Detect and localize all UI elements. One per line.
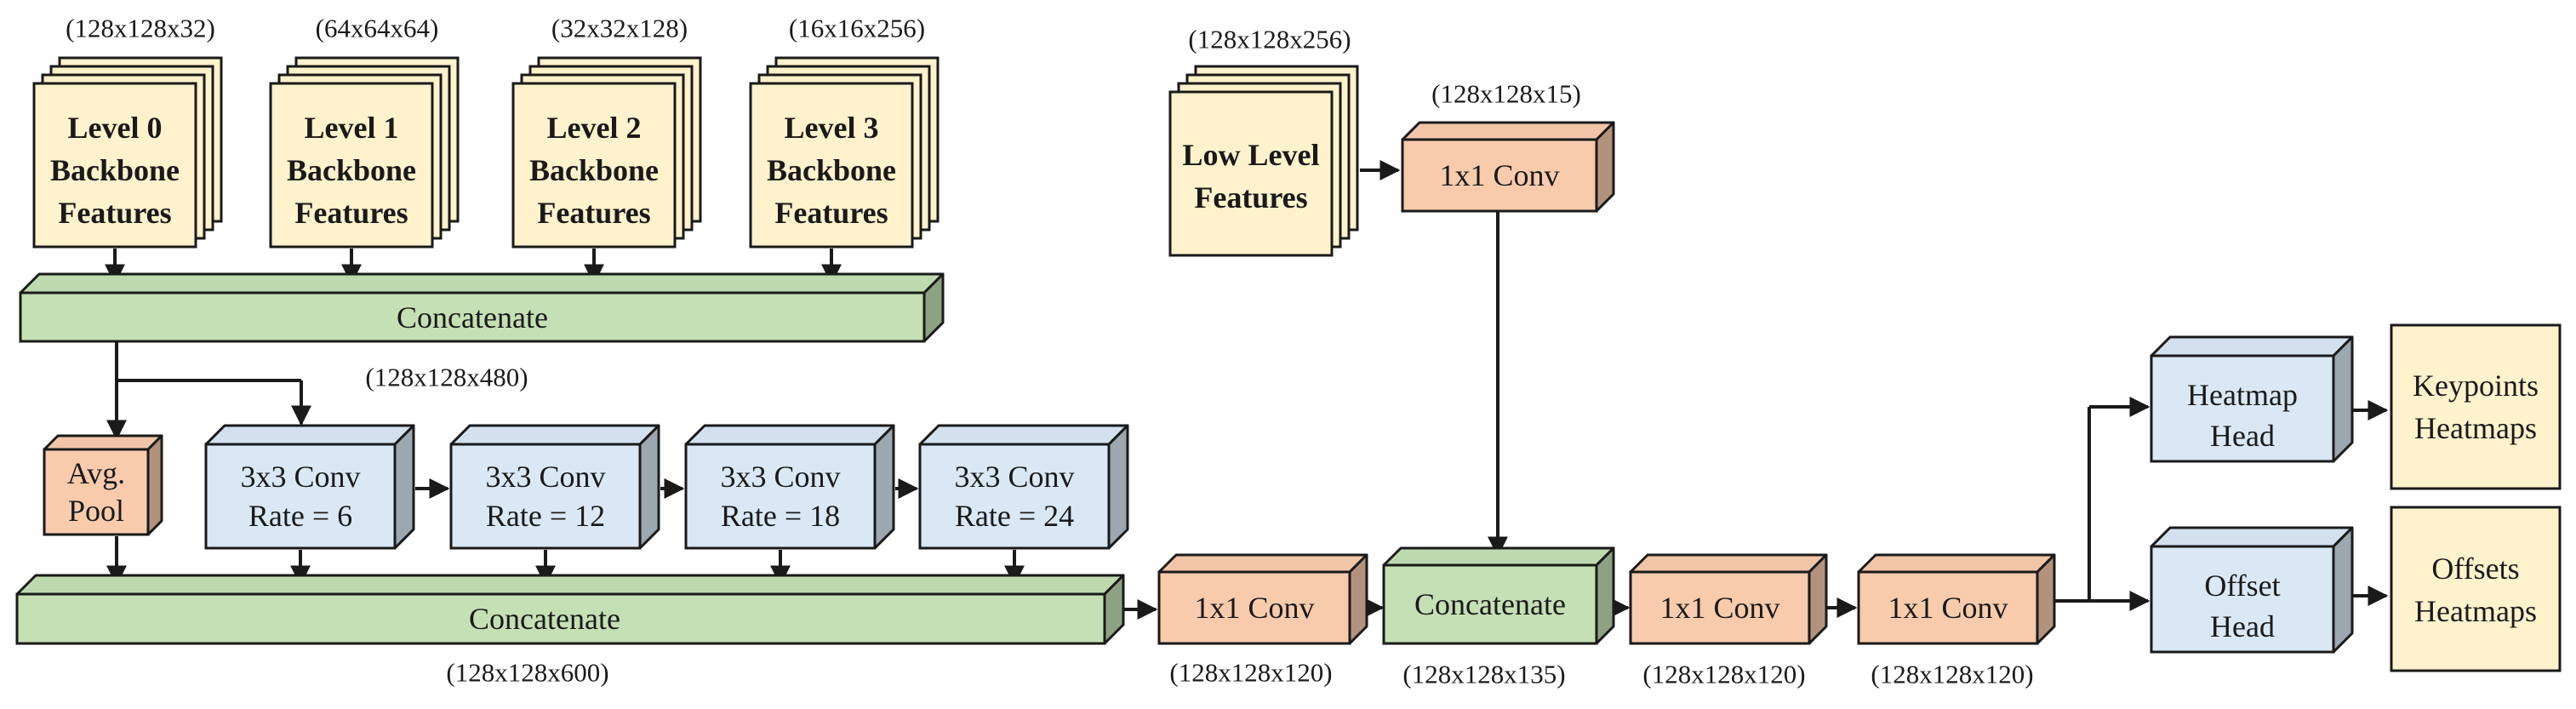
keypoints-heatmaps-label-line: Heatmaps xyxy=(2414,411,2537,445)
heatmap-head-block xyxy=(2150,335,2354,463)
aspp-conv-2-label-line: 3x3 Conv xyxy=(720,460,840,494)
decoder-concatenate-dims: (128x128x135) xyxy=(1402,660,1565,689)
low-level-features-dims: (128x128x256) xyxy=(1188,25,1351,54)
aspp-conv-3-block xyxy=(918,424,1129,550)
backbone-level-1-label-line: Features xyxy=(294,196,408,230)
low-level-conv-label-line: 1x1 Conv xyxy=(1439,158,1559,192)
conv2-label: 1x1 Conv xyxy=(1659,591,1779,625)
aspp-conv-0-block xyxy=(204,424,415,550)
aspp-concatenate-label-line: Concatenate xyxy=(469,602,620,636)
avg-pool-label-line: Pool xyxy=(68,494,124,528)
low-level-features-stack xyxy=(1168,65,1359,257)
aspp-conv-0-label-line: 3x3 Conv xyxy=(240,460,360,494)
offsets-heatmaps-label-line: Heatmaps xyxy=(2414,594,2537,628)
aspp-concatenate-label: Concatenate xyxy=(469,602,620,636)
aspp-conv-2-block xyxy=(684,424,895,550)
backbone-level-0-label-line: Level 0 xyxy=(68,111,163,145)
conv1-label: 1x1 Conv xyxy=(1194,591,1314,625)
backbone-level-2-label-line: Level 2 xyxy=(547,111,642,145)
low-level-features-label-line: Features xyxy=(1194,180,1307,214)
conv2-block xyxy=(1629,553,1828,645)
avg-pool-label: Avg. Pool xyxy=(67,456,125,528)
aspp-conv-1-label-line: Rate = 12 xyxy=(486,499,605,533)
backbone-concatenate-bar xyxy=(19,272,945,343)
offsets-heatmaps-box xyxy=(2390,506,2562,672)
heatmap-head-label-line: Heatmap xyxy=(2187,378,2298,412)
aspp-conv-0-label-line: Rate = 6 xyxy=(248,499,352,533)
backbone-level-0-label-line: Backbone xyxy=(50,153,180,187)
offsets-heatmaps-label-line: Offsets xyxy=(2431,552,2519,586)
low-level-conv-block xyxy=(1401,121,1615,213)
backbone-level-3-dims: (16x16x256) xyxy=(789,14,925,43)
connectors xyxy=(105,160,2389,620)
backbone-level-3-label-line: Features xyxy=(774,196,888,230)
backbone-level-0-stack xyxy=(32,56,223,249)
keypoints-heatmaps-label-line: Keypoints xyxy=(2413,369,2539,403)
conv3-dims: (128x128x120) xyxy=(1871,660,2033,689)
backbone-level-2-label-line: Features xyxy=(537,196,650,230)
conv1-dims: (128x128x120) xyxy=(1169,658,1332,688)
decoder-concatenate-block xyxy=(1382,546,1615,645)
low-level-conv-dims: (128x128x15) xyxy=(1431,79,1581,109)
conv2-dims: (128x128x120) xyxy=(1642,660,1805,689)
backbone-concatenate-dims: (128x128x480) xyxy=(365,363,528,392)
backbone-level-1-label-line: Backbone xyxy=(287,153,416,187)
backbone-level-2-dims: (32x32x128) xyxy=(551,14,688,43)
avg-pool-label-line: Avg. xyxy=(67,456,125,490)
aspp-conv-3-label-line: Rate = 24 xyxy=(955,499,1074,533)
backbone-level-2-label-line: Backbone xyxy=(529,153,659,187)
low-level-features-label-line: Low Level xyxy=(1183,138,1320,172)
conv3-label-line: 1x1 Conv xyxy=(1888,591,2008,625)
decoder-concatenate-label: Concatenate xyxy=(1414,587,1566,621)
offset-head-block xyxy=(2150,526,2354,654)
backbone-level-1-dims: (64x64x64) xyxy=(316,14,439,43)
heatmap-head-label-line: Head xyxy=(2210,419,2275,453)
backbone-concatenate-label: Concatenate xyxy=(397,300,548,334)
backbone-level-3-label-line: Level 3 xyxy=(785,111,879,145)
backbone-level-0-dims: (128x128x32) xyxy=(66,14,215,43)
aspp-conv-2-label-line: Rate = 18 xyxy=(721,499,840,533)
conv1-block xyxy=(1157,553,1368,645)
backbone-level-3-stack xyxy=(749,56,940,249)
aspp-conv-1-label-line: 3x3 Conv xyxy=(485,460,605,494)
backbone-level-3-label-line: Backbone xyxy=(767,153,896,187)
aspp-concatenate-bar xyxy=(15,574,1125,645)
conv1-label-line: 1x1 Conv xyxy=(1194,591,1314,625)
keypoints-heatmaps-box xyxy=(2390,323,2562,490)
low-level-conv-label: 1x1 Conv xyxy=(1439,158,1559,192)
aspp-concatenate-dims: (128x128x600) xyxy=(446,658,608,688)
conv3-label: 1x1 Conv xyxy=(1888,591,2008,625)
aspp-conv-1-block xyxy=(449,424,660,550)
offset-head-label-line: Offset xyxy=(2204,569,2280,603)
conv3-block xyxy=(1857,553,2056,645)
backbone-level-1-stack xyxy=(269,56,460,249)
backbone-level-0-label-line: Features xyxy=(58,196,171,230)
backbone-level-2-stack xyxy=(511,56,702,249)
decoder-concatenate-label-line: Concatenate xyxy=(1414,587,1566,621)
offset-head-label-line: Head xyxy=(2210,609,2275,643)
backbone-level-1-label-line: Level 1 xyxy=(305,111,399,145)
avg-pool-block xyxy=(43,434,163,536)
backbone-concatenate-label-line: Concatenate xyxy=(397,300,548,334)
conv2-label-line: 1x1 Conv xyxy=(1659,591,1779,625)
aspp-conv-3-label-line: 3x3 Conv xyxy=(954,460,1074,494)
